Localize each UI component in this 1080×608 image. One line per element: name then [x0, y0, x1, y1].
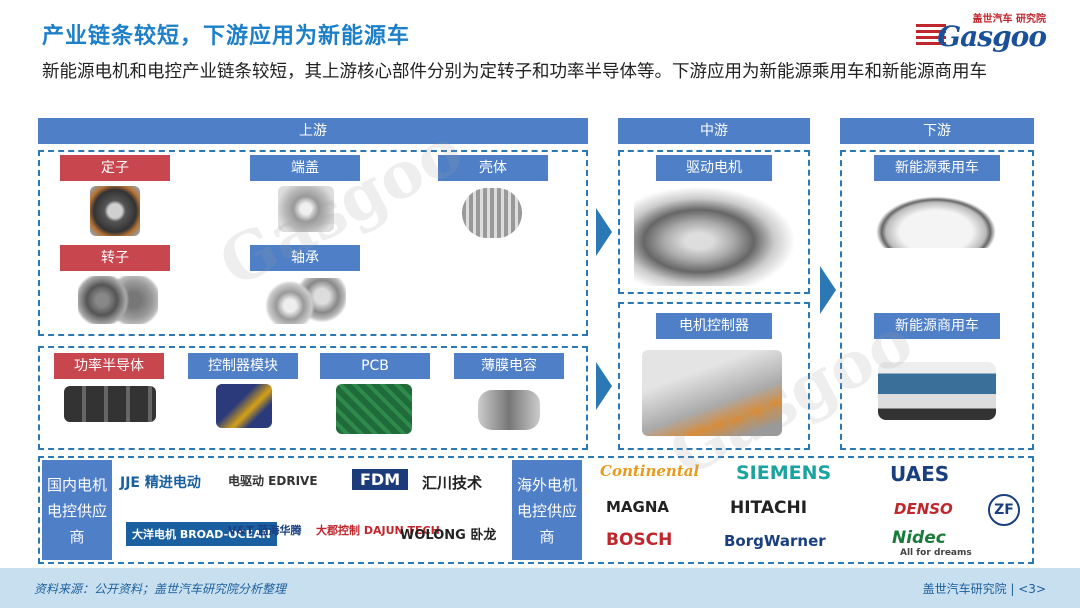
- overseas-supplier-label: 海外电机电控供应商: [512, 460, 582, 560]
- controller-box: [618, 302, 810, 450]
- downstream-box: [840, 150, 1034, 450]
- bearing-label: 轴承: [250, 245, 360, 271]
- footer-source: 资料来源：公开资料；盖世汽车研究院分析整理: [34, 582, 287, 596]
- end-cover-image: [278, 186, 334, 232]
- power-semiconductor-label: 功率半导体: [54, 353, 164, 379]
- logo-big-text: Gasgoo: [937, 20, 1047, 53]
- brand-continental: Continental: [600, 462, 700, 480]
- pcb-image: [336, 384, 412, 434]
- brand-hitachi: HITACHI: [730, 498, 808, 518]
- drive-motor-label: 驱动电机: [656, 155, 772, 181]
- film-capacitor-label: 薄膜电容: [454, 353, 564, 379]
- passenger-ev-label: 新能源乘用车: [874, 155, 1000, 181]
- upstream-motor-box: [38, 150, 588, 336]
- end-cover-label: 端盖: [250, 155, 360, 181]
- footer: 资料来源：公开资料；盖世汽车研究院分析整理 盖世汽车研究院 | <3>: [0, 568, 1080, 608]
- brand-uaes: UAES: [890, 462, 950, 486]
- brand-denso: DENSO: [894, 500, 953, 518]
- stator-label: 定子: [60, 155, 170, 181]
- upstream-header: 上游: [38, 118, 588, 144]
- brand-magna: MAGNA: [606, 498, 670, 516]
- supplier-box: [38, 456, 1034, 564]
- arrow-right-icon: [596, 208, 612, 256]
- passenger-ev-image: [872, 194, 1000, 248]
- arrow-right-icon: [596, 362, 612, 410]
- motor-box: [618, 150, 810, 294]
- housing-image: [462, 188, 522, 238]
- downstream-header: 下游: [840, 118, 1034, 144]
- brand-wolong: WOLONG 卧龙: [400, 528, 497, 543]
- subtitle: 新能源电机和电控产业链条较短，其上游核心部件分别为定转子和功率半导体等。下游应用…: [42, 62, 987, 82]
- brand-fdm: FDM: [352, 469, 409, 490]
- controller-module-image: [216, 384, 272, 428]
- domestic-supplier-label: 国内电机电控供应商: [42, 460, 112, 560]
- brand-jje: JJE 精进电动: [120, 475, 201, 491]
- brand-dajun: 大郡控制 DAJUN TECH: [316, 524, 440, 537]
- drive-motor-image: [634, 186, 796, 286]
- stator-image: [90, 186, 140, 236]
- bearing-image: [266, 278, 346, 324]
- motor-controller-label: 电机控制器: [656, 313, 772, 339]
- brand-bosch: BOSCH: [606, 530, 673, 550]
- brand-broad-ocean: 大洋电机 BROAD-OCEAN: [126, 522, 277, 546]
- commercial-ev-image: [878, 362, 996, 420]
- rotor-label: 转子: [60, 245, 170, 271]
- upstream-control-box: [38, 346, 588, 450]
- brand-nidec-tagline: All for dreams: [900, 548, 972, 558]
- brand-siemens: SIEMENS: [736, 462, 832, 484]
- brand-edrive: 电驱动 EDRIVE: [228, 474, 318, 488]
- gasgoo-logo: 盖世汽车 研究院 Gasgoo: [916, 10, 1047, 53]
- pcb-label: PCB: [320, 353, 430, 379]
- commercial-ev-label: 新能源商用车: [874, 313, 1000, 339]
- brand-borgwarner: BorgWarner: [724, 532, 826, 550]
- brand-vt: V&T 蓝海华腾: [228, 524, 302, 537]
- logo-small-text: 盖世汽车 研究院: [972, 14, 1046, 25]
- controller-module-label: 控制器模块: [188, 353, 298, 379]
- footer-org: 盖世汽车研究院 | <3>: [922, 582, 1046, 596]
- arrow-right-icon: [820, 266, 836, 314]
- power-semiconductor-image: [64, 386, 156, 422]
- film-capacitor-image: [478, 390, 540, 430]
- brand-inovance: 汇川技术: [422, 474, 483, 492]
- motor-controller-image: [642, 350, 782, 436]
- logo-stripes-icon: [916, 24, 946, 46]
- brand-zf: ZF: [988, 494, 1020, 526]
- page-title: 产业链条较短，下游应用为新能源车: [42, 24, 411, 49]
- housing-label: 壳体: [438, 155, 548, 181]
- brand-nidec: Nidec: [892, 528, 946, 548]
- rotor-image: [78, 276, 158, 324]
- midstream-header: 中游: [618, 118, 810, 144]
